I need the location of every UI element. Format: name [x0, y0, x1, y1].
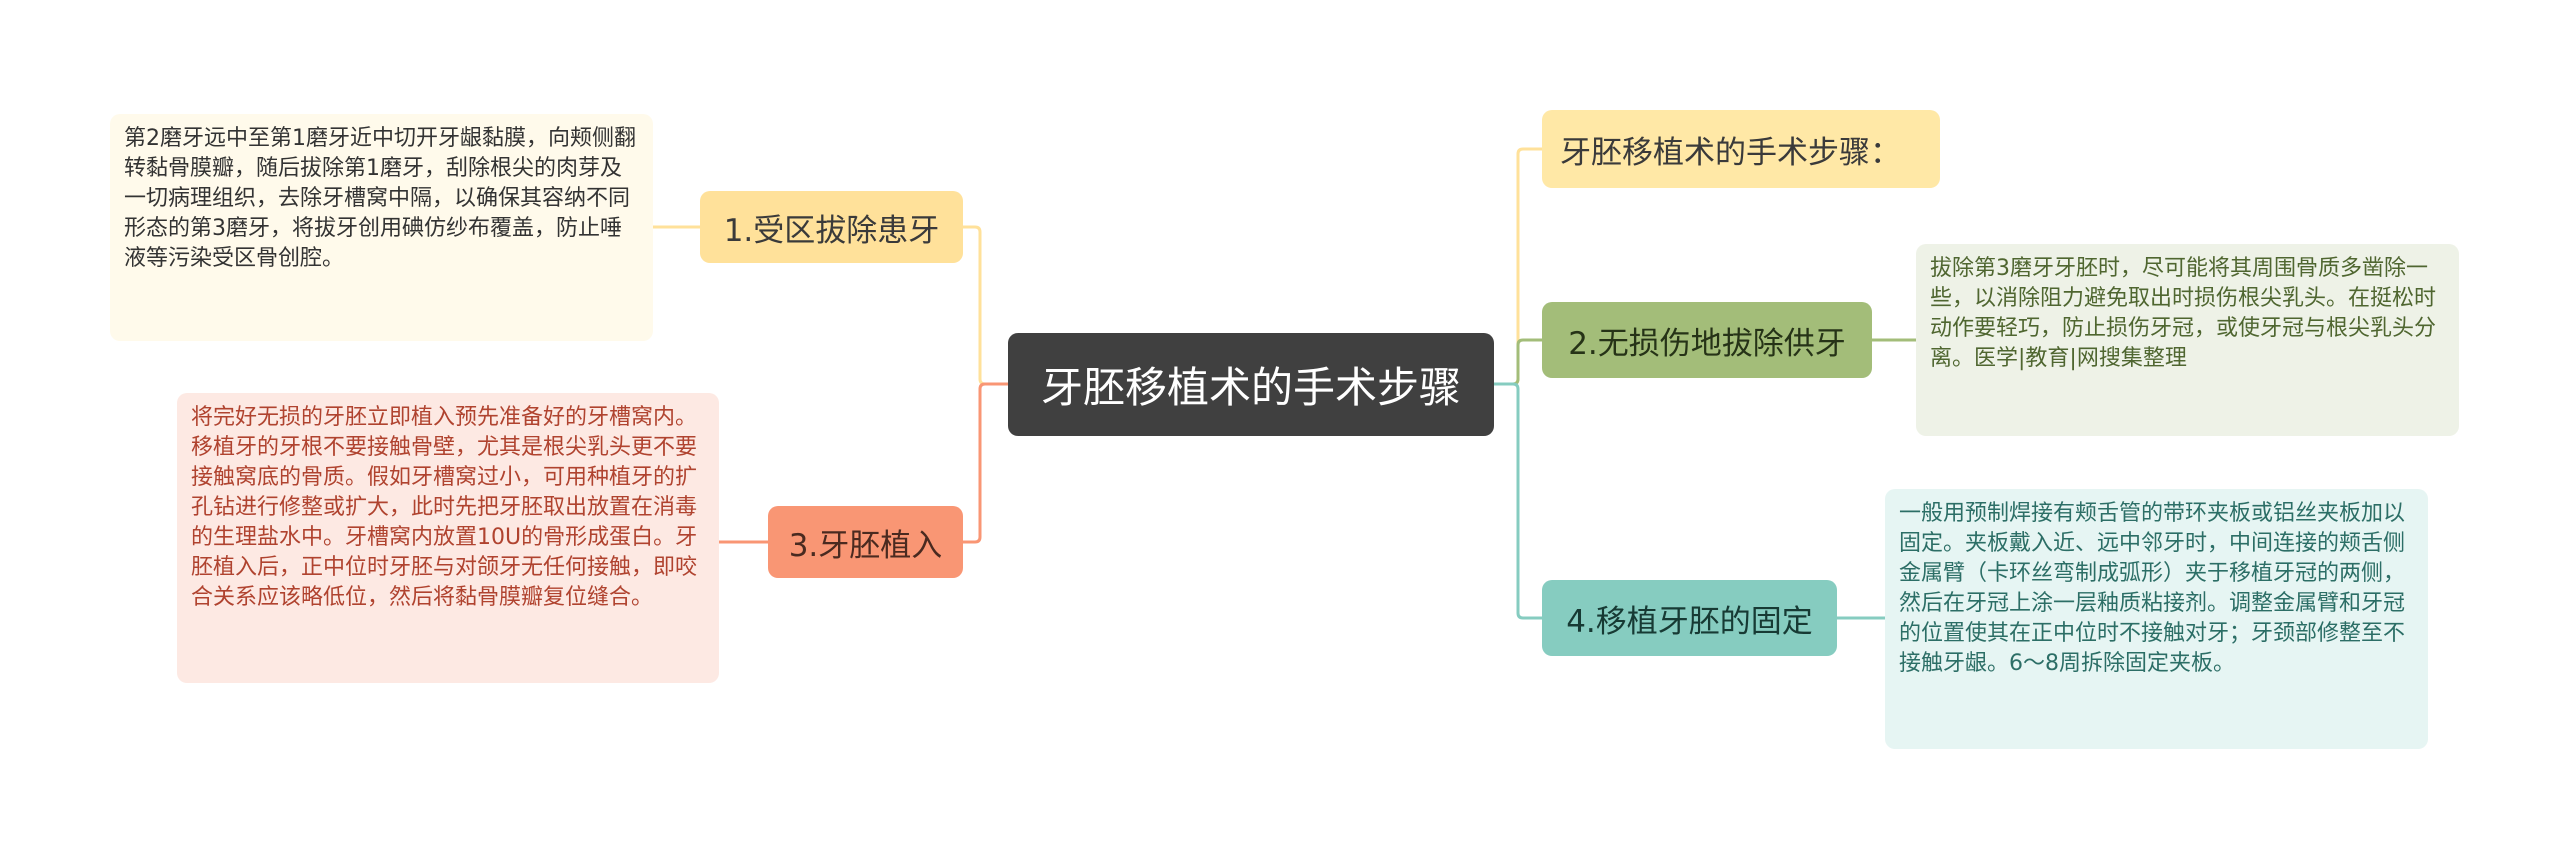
branch-2-extract-donor-tooth[interactable]: 2.无损伤地拔除供牙: [1542, 302, 1872, 378]
branch-4-fixation[interactable]: 4.移植牙胚的固定: [1542, 580, 1837, 656]
link-center-branch2: [1494, 338, 1542, 386]
note-branch-2[interactable]: 拔除第3磨牙牙胚时，尽可能将其周围骨质多凿除一些，以消除阻力避免取出时损伤根尖乳…: [1916, 244, 2459, 436]
branch-steps-heading[interactable]: 牙胚移植术的手术步骤：: [1542, 110, 1940, 188]
branch-3-tooth-germ-implant[interactable]: 3.牙胚植入: [768, 506, 963, 578]
note-branch-1[interactable]: 第2磨牙远中至第1磨牙近中切开牙龈黏膜，向颊侧翻转黏骨膜瓣，随后拔除第1磨牙，刮…: [110, 114, 653, 341]
branch-1-remove-affected-tooth[interactable]: 1.受区拔除患牙: [700, 191, 963, 263]
link-center-branch1: [963, 225, 1008, 386]
note-branch-3[interactable]: 将完好无损的牙胚立即植入预先准备好的牙槽窝内。移植牙的牙根不要接触骨壁，尤其是根…: [177, 393, 719, 683]
center-topic[interactable]: 牙胚移植术的手术步骤: [1008, 333, 1494, 436]
note-branch-4[interactable]: 一般用预制焊接有颊舌管的带环夹板或铝丝夹板加以固定。夹板戴入近、远中邻牙时，中间…: [1885, 489, 2428, 749]
link-center-branch3: [963, 382, 1008, 544]
link-center-branch4: [1494, 382, 1542, 620]
